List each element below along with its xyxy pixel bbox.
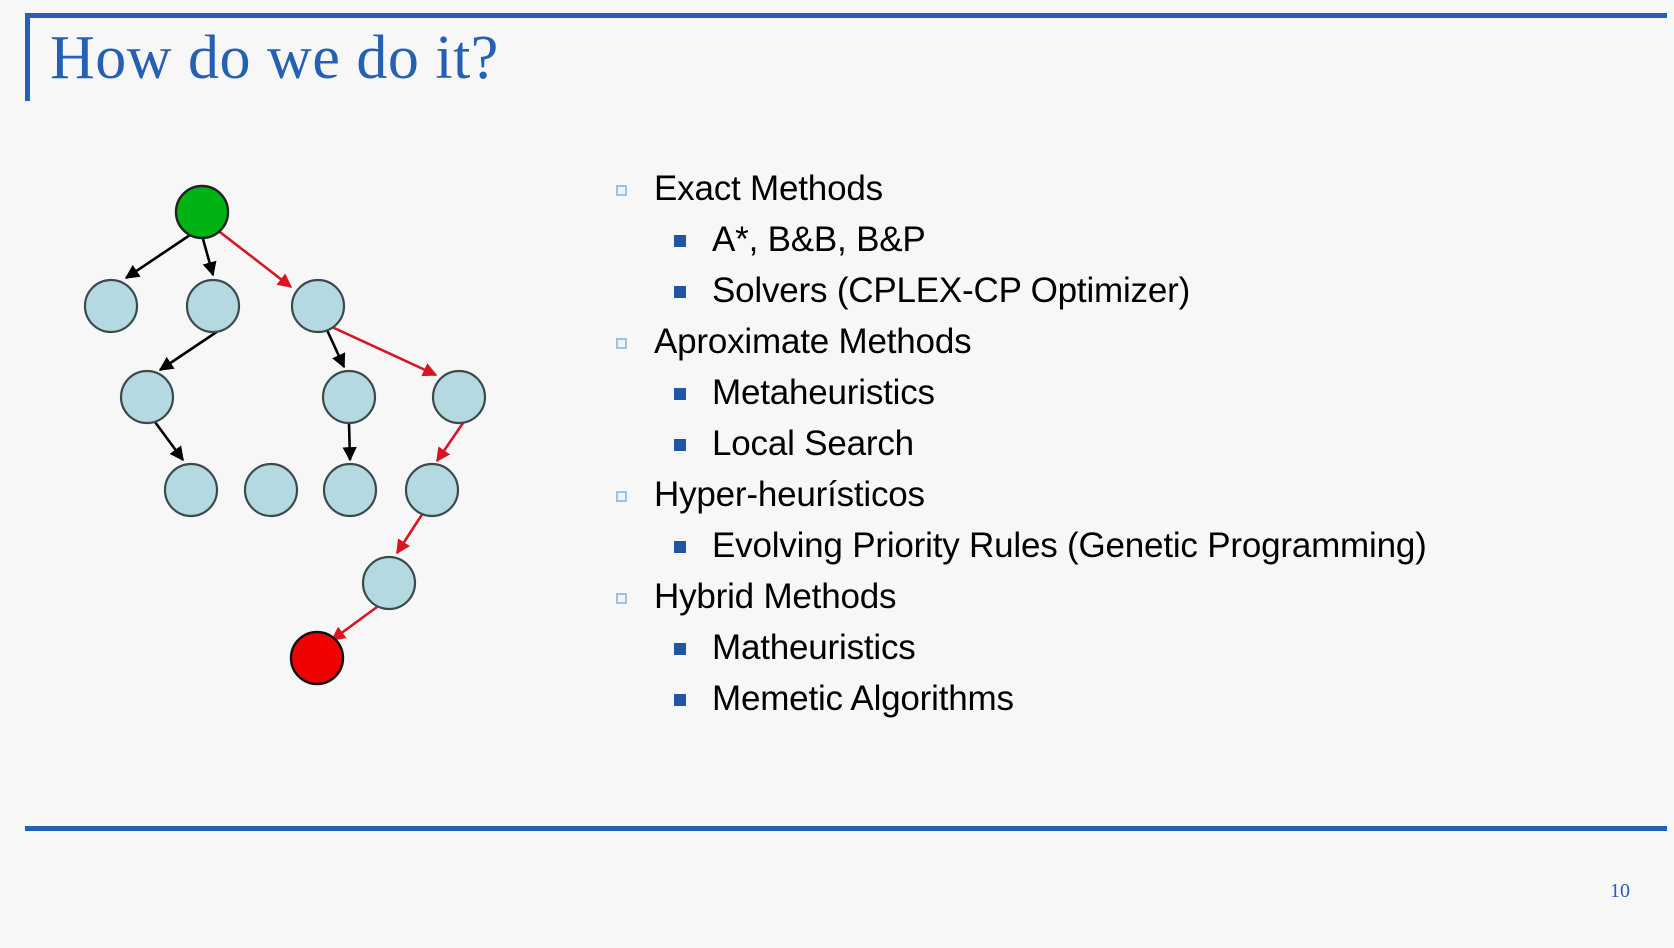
solid-square-bullet-icon bbox=[674, 285, 686, 303]
search-tree-svg bbox=[83, 184, 487, 686]
bullet-item: Hyper-heurísticos bbox=[616, 470, 1646, 519]
tree-edge-solution bbox=[435, 422, 465, 463]
tree-edge-solution bbox=[215, 227, 293, 289]
tree-edges-normal bbox=[124, 233, 357, 462]
bullet-item: Solvers (CPLEX-CP Optimizer) bbox=[616, 266, 1646, 315]
solid-square-bullet-icon bbox=[674, 540, 686, 558]
tree-edge bbox=[124, 233, 191, 280]
bullet-item: Aproximate Methods bbox=[616, 317, 1646, 366]
bullet-item: A*, B&B, B&P bbox=[616, 215, 1646, 264]
tree-node bbox=[404, 462, 460, 518]
tree-edge-solution bbox=[395, 512, 425, 555]
bullet-item: Local Search bbox=[616, 419, 1646, 468]
page-number: 10 bbox=[1610, 880, 1630, 902]
tree-node bbox=[119, 369, 175, 425]
title-accent-bar bbox=[25, 13, 30, 101]
tree-node bbox=[290, 278, 346, 334]
tree-edge bbox=[325, 329, 346, 369]
solid-square-bullet-icon bbox=[674, 234, 686, 252]
solid-square-bullet-icon bbox=[674, 693, 686, 711]
tree-nodes bbox=[83, 184, 487, 686]
hollow-square-bullet-icon bbox=[616, 591, 627, 609]
page-title: How do we do it? bbox=[50, 24, 499, 92]
bullet-item: Hybrid Methods bbox=[616, 572, 1646, 621]
solid-square-bullet-icon bbox=[674, 642, 686, 660]
tree-node bbox=[163, 462, 219, 518]
bullet-label: A*, B&B, B&P bbox=[712, 220, 926, 259]
tree-node bbox=[83, 278, 139, 334]
tree-edge bbox=[342, 422, 357, 462]
bullet-label: Aproximate Methods bbox=[654, 322, 972, 361]
tree-node bbox=[243, 462, 299, 518]
bullet-item: Metaheuristics bbox=[616, 368, 1646, 417]
search-tree-diagram bbox=[40, 160, 560, 720]
tree-node bbox=[322, 462, 378, 518]
tree-edges-solution-path bbox=[215, 227, 465, 642]
solid-square-bullet-icon bbox=[674, 438, 686, 456]
bullet-label: Metaheuristics bbox=[712, 373, 935, 412]
hollow-square-bullet-icon bbox=[616, 489, 627, 507]
tree-node bbox=[361, 555, 417, 611]
tree-node bbox=[185, 278, 241, 334]
solid-square-bullet-icon bbox=[674, 387, 686, 405]
header-divider-line bbox=[25, 13, 1667, 18]
bullet-item: Exact Methods bbox=[616, 164, 1646, 213]
bullet-label: Exact Methods bbox=[654, 169, 883, 208]
bullet-item: Matheuristics bbox=[616, 623, 1646, 672]
footer-divider-line bbox=[25, 826, 1667, 831]
hollow-square-bullet-icon bbox=[616, 336, 627, 354]
bullet-label: Local Search bbox=[712, 424, 914, 463]
bullet-label: Hybrid Methods bbox=[654, 577, 897, 616]
tree-edge bbox=[153, 421, 185, 462]
tree-node bbox=[321, 369, 377, 425]
tree-edge bbox=[158, 325, 225, 372]
tree-edge-solution bbox=[330, 605, 378, 642]
bullet-label: Hyper-heurísticos bbox=[654, 475, 925, 514]
bullet-label: Evolving Priority Rules (Genetic Program… bbox=[712, 526, 1427, 565]
hollow-square-bullet-icon bbox=[616, 183, 627, 201]
tree-node-root bbox=[174, 184, 230, 240]
tree-node bbox=[431, 369, 487, 425]
bullet-label: Matheuristics bbox=[712, 628, 916, 667]
content-bullet-list: Exact Methods A*, B&B, B&P Solvers (CPLE… bbox=[616, 164, 1646, 725]
bullet-label: Solvers (CPLEX-CP Optimizer) bbox=[712, 271, 1191, 310]
bullet-item: Evolving Priority Rules (Genetic Program… bbox=[616, 521, 1646, 570]
bullet-item: Memetic Algorithms bbox=[616, 674, 1646, 723]
tree-edge bbox=[201, 238, 217, 277]
bullet-label: Memetic Algorithms bbox=[712, 679, 1014, 718]
tree-node-goal bbox=[289, 630, 345, 686]
tree-edge-solution bbox=[331, 325, 438, 377]
